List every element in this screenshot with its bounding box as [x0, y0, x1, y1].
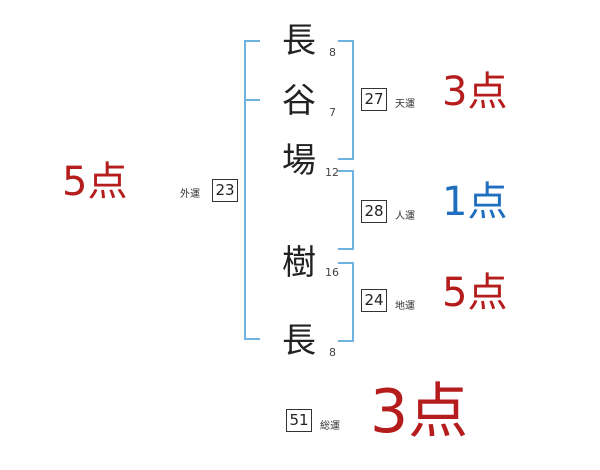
tenun-bracket-vertical: [352, 40, 354, 160]
tenun-score: 3点: [442, 69, 508, 115]
stroke-count-5: 8: [329, 346, 336, 359]
souun-value-box: 51: [286, 409, 312, 432]
jinun-bracket-top-tick: [338, 170, 354, 172]
name-char-4: 樹: [282, 243, 316, 283]
name-char-5: 長: [282, 321, 316, 361]
souun-label: 総運: [320, 421, 340, 432]
gaiun-label: 外運: [180, 189, 200, 200]
chiun-score: 5点: [442, 270, 508, 316]
jinun-bracket-bottom-tick: [338, 248, 354, 250]
name-char-3: 場: [282, 141, 316, 181]
chiun-bracket-top-tick: [338, 262, 354, 264]
name-char-2: 谷: [282, 81, 316, 121]
chiun-bracket-vertical: [352, 262, 354, 342]
tenun-label: 天運: [395, 99, 415, 110]
name-char-1: 長: [282, 21, 316, 61]
chiun-label: 地運: [395, 301, 415, 312]
gaiun-score: 5点: [62, 159, 128, 205]
gaiun-bracket-top-tick: [244, 40, 260, 42]
souun-score: 3点: [370, 377, 469, 447]
jinun-value-box: 28: [361, 200, 387, 223]
stroke-count-4: 16: [325, 266, 339, 279]
gaiun-bracket-vertical: [244, 40, 246, 340]
stroke-count-3: 12: [325, 166, 339, 179]
stroke-count-2: 7: [329, 106, 336, 119]
tenun-bracket-top-tick: [338, 40, 354, 42]
jinun-bracket-vertical: [352, 170, 354, 250]
tenun-value-box: 27: [361, 88, 387, 111]
gaiun-bracket-mid-tick: [244, 99, 260, 101]
gaiun-value-box: 23: [212, 179, 238, 202]
jinun-score: 1点: [442, 179, 508, 225]
stroke-count-1: 8: [329, 46, 336, 59]
jinun-label: 人運: [395, 211, 415, 222]
chiun-bracket-bottom-tick: [338, 340, 354, 342]
tenun-bracket-bottom-tick: [338, 158, 354, 160]
chiun-value-box: 24: [361, 289, 387, 312]
gaiun-bracket-bottom-tick: [244, 338, 260, 340]
